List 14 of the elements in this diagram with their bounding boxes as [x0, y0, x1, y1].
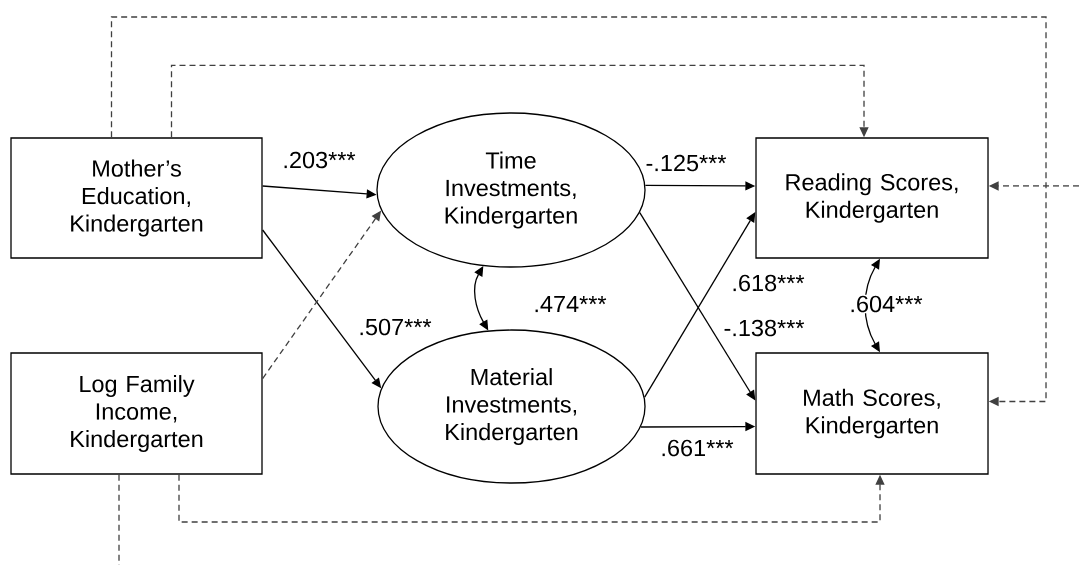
edge-label: -.125***	[644, 153, 728, 173]
variable-box: Reading Scores, Kindergarten	[755, 137, 989, 259]
edge-label: .203***	[281, 150, 357, 170]
edge-label: -.138***	[722, 318, 806, 338]
edge-label: .604***	[848, 294, 924, 314]
edge-label: .474***	[532, 294, 608, 314]
variable-box: Log Family Income, Kindergarten	[10, 352, 263, 475]
variable-box: Math Scores, Kindergarten	[755, 352, 989, 475]
dashed-arrow	[178, 474, 885, 523]
dashed-arrow	[110, 16, 1047, 407]
dashed-arrow	[170, 64, 869, 138]
edge-label: .661***	[659, 438, 735, 458]
edge-label: .618***	[730, 273, 806, 293]
variable-box: Mother’s Education, Kindergarten	[10, 137, 263, 259]
